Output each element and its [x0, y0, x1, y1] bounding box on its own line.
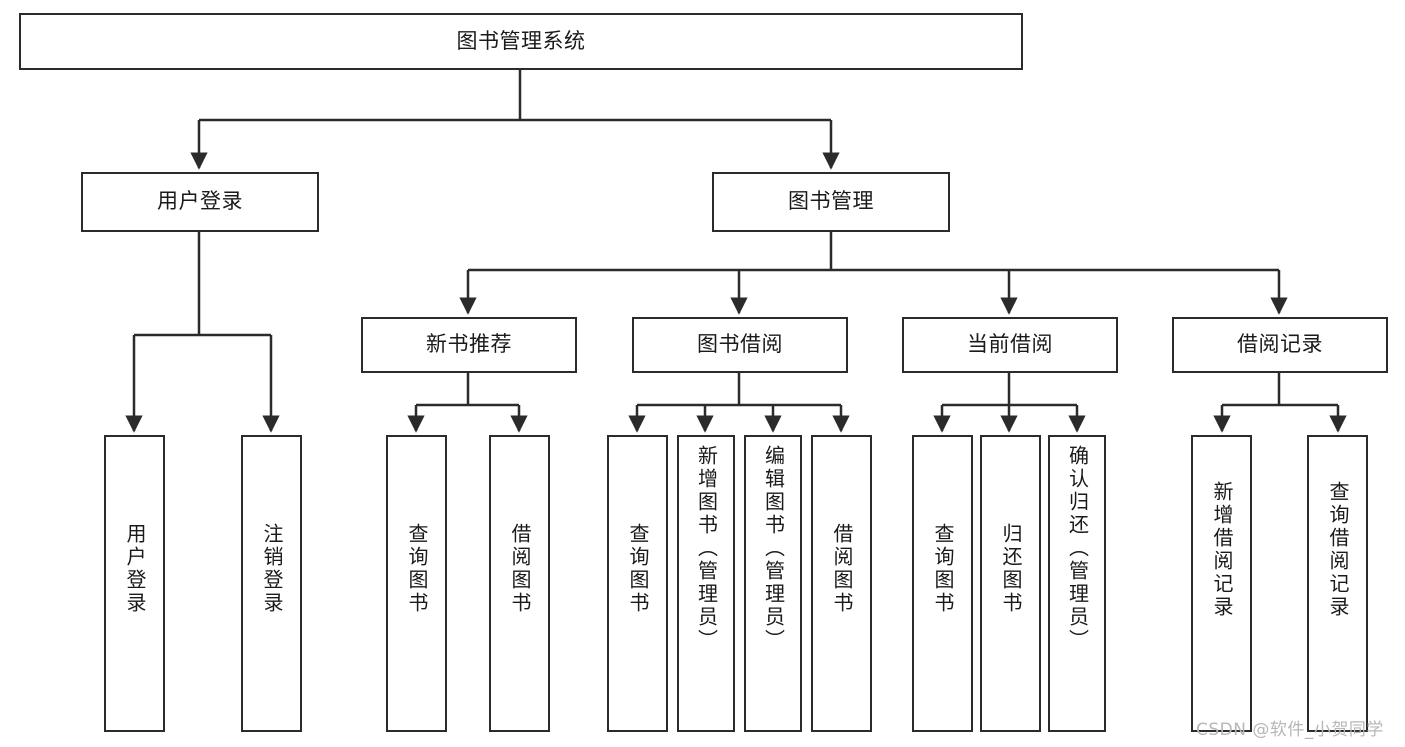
- node-borrow-record[interactable]: 借阅记录: [1172, 317, 1388, 373]
- node-user-login-label: 用户登录: [157, 189, 243, 214]
- leaf-query-book-2[interactable]: 查询图书: [607, 435, 668, 732]
- watermark-text: CSDN @软件_小贺同学: [1196, 720, 1384, 740]
- leaf-add-book[interactable]: 新增图书（管理员）: [677, 435, 735, 732]
- node-book-management-label: 图书管理: [788, 189, 874, 214]
- node-root[interactable]: 图书管理系统: [19, 13, 1023, 70]
- node-root-label: 图书管理系统: [456, 28, 586, 53]
- leaf-borrow-book-2-label: 借阅图书: [830, 523, 854, 615]
- leaf-query-book-3-label: 查询图书: [931, 523, 955, 615]
- node-user-login[interactable]: 用户登录: [81, 172, 319, 232]
- leaf-user-logout[interactable]: 注销登录: [241, 435, 302, 732]
- leaf-borrow-book-1-label: 借阅图书: [508, 523, 532, 615]
- node-new-book-recommend-label: 新书推荐: [426, 332, 512, 357]
- leaf-add-record[interactable]: 新增借阅记录: [1191, 435, 1252, 732]
- node-book-borrow-label: 图书借阅: [697, 332, 783, 357]
- leaf-user-logout-label: 注销登录: [260, 523, 284, 615]
- leaf-edit-book[interactable]: 编辑图书（管理员）: [744, 435, 802, 732]
- leaf-query-book-1-label: 查询图书: [405, 523, 429, 615]
- node-current-borrow[interactable]: 当前借阅: [902, 317, 1118, 373]
- node-book-borrow[interactable]: 图书借阅: [632, 317, 848, 373]
- leaf-query-book-1[interactable]: 查询图书: [386, 435, 447, 732]
- leaf-borrow-book-1[interactable]: 借阅图书: [489, 435, 550, 732]
- node-current-borrow-label: 当前借阅: [967, 332, 1053, 357]
- leaf-borrow-book-2[interactable]: 借阅图书: [811, 435, 872, 732]
- leaf-add-record-label: 新增借阅记录: [1210, 481, 1234, 619]
- leaf-confirm-return-label: 确认归还（管理员）: [1065, 445, 1090, 652]
- leaf-user-login[interactable]: 用户登录: [104, 435, 165, 732]
- leaf-user-login-label: 用户登录: [123, 523, 147, 615]
- node-new-book-recommend[interactable]: 新书推荐: [361, 317, 577, 373]
- leaf-query-book-3[interactable]: 查询图书: [912, 435, 973, 732]
- leaf-query-record[interactable]: 查询借阅记录: [1307, 435, 1368, 732]
- node-book-management[interactable]: 图书管理: [712, 172, 950, 232]
- leaf-add-book-label: 新增图书（管理员）: [694, 445, 719, 652]
- leaf-query-book-2-label: 查询图书: [626, 523, 650, 615]
- node-borrow-record-label: 借阅记录: [1237, 332, 1323, 357]
- leaf-confirm-return[interactable]: 确认归还（管理员）: [1048, 435, 1106, 732]
- leaf-edit-book-label: 编辑图书（管理员）: [761, 445, 786, 652]
- leaf-return-book-label: 归还图书: [999, 523, 1023, 615]
- leaf-query-record-label: 查询借阅记录: [1326, 481, 1350, 619]
- leaf-return-book[interactable]: 归还图书: [980, 435, 1041, 732]
